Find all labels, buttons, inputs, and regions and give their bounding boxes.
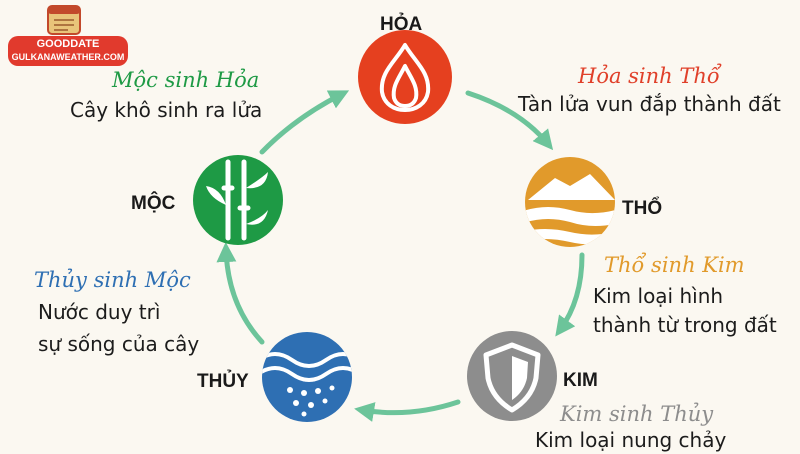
bamboo-icon bbox=[221, 159, 251, 241]
gen-desc-thuy-moc-2: sự sống của cây bbox=[38, 332, 200, 356]
gen-desc-moc-hoa: Cây khô sinh ra lửa bbox=[70, 98, 263, 122]
gen-title-hoa-tho: Hỏa sinh Thổ bbox=[578, 64, 720, 88]
hoa-element bbox=[358, 30, 452, 124]
kim-element bbox=[467, 331, 557, 421]
gen-desc-thuy-moc-1: Nước duy trì bbox=[38, 300, 161, 324]
brand-logo: GOODDATE GULKANAWEATHER.COM bbox=[6, 4, 130, 70]
gen-desc-hoa-tho: Tàn lửa vun đắp thành đất bbox=[518, 92, 781, 116]
arrow-kim-to-thuy bbox=[354, 399, 461, 422]
gen-title-thuy-moc: Thủy sinh Mộc bbox=[34, 268, 191, 292]
gen-title-tho-kim: Thổ sinh Kim bbox=[604, 253, 745, 277]
arrow-hoa-to-tho bbox=[465, 90, 554, 151]
moc-element bbox=[193, 155, 283, 245]
tho-element bbox=[525, 157, 615, 247]
bamboo-leaf-right bbox=[246, 172, 268, 189]
gen-desc-tho-kim-2: thành từ trong đất bbox=[593, 313, 777, 337]
bamboo-leaf-left bbox=[206, 186, 226, 205]
calendar-logo-icon bbox=[8, 5, 128, 66]
arrow-tho-to-kim bbox=[555, 252, 585, 337]
arrow-moc-to-hoa bbox=[259, 90, 350, 155]
flame-icon bbox=[379, 43, 431, 112]
bamboo-leaf-right-2 bbox=[246, 210, 268, 225]
label-tho: THỔ bbox=[622, 198, 663, 219]
thuy-element bbox=[262, 332, 352, 422]
arrow-thuy-to-moc bbox=[216, 242, 265, 345]
label-thuy: THỦY bbox=[197, 371, 249, 392]
gen-desc-kim-thuy: Kim loại nung chảy bbox=[535, 428, 727, 452]
gen-desc-tho-kim-1: Kim loại hình bbox=[593, 284, 724, 308]
gen-title-moc-hoa: Mộc sinh Hỏa bbox=[112, 68, 260, 92]
gen-title-kim-thuy: Kim sinh Thủy bbox=[560, 402, 714, 426]
label-hoa: HỎA bbox=[380, 14, 423, 35]
brand-name: GOODDATE bbox=[36, 38, 100, 50]
brand-site: GULKANAWEATHER.COM bbox=[11, 52, 125, 62]
label-kim: KIM bbox=[563, 370, 598, 391]
label-moc: MỘC bbox=[131, 193, 176, 214]
water-icon bbox=[262, 352, 352, 417]
shield-icon bbox=[483, 342, 541, 413]
